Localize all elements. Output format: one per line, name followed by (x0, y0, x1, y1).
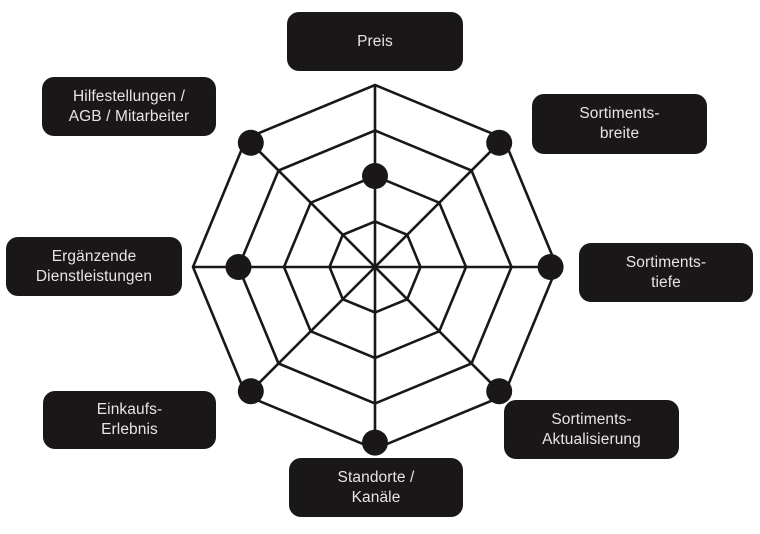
data-point-ergaenzende-dienstleistungen (225, 254, 252, 280)
axis-label-text: breite (599, 125, 640, 142)
axis-label-text: Dienstleistungen (35, 267, 153, 285)
data-point-sortimentsbreite (486, 129, 513, 156)
data-point-sortimentsaktualisierung (486, 378, 513, 405)
axis-label-text: tiefe (651, 273, 681, 291)
axis-label-text: Preis (357, 32, 393, 50)
axis-label-text: Ergänzende (51, 247, 137, 265)
axis-label-sortimentsaktualisierung: Sortiments- Aktualisierung (504, 400, 679, 459)
axis-label-text: Erlebnis (101, 421, 158, 438)
data-point-preis (362, 163, 388, 189)
axis-label-text: AGB / Mitarbeiter (68, 107, 190, 125)
axis-spoke-hilfestellungen (245, 137, 376, 268)
axis-label-text: Standorte / (337, 468, 415, 486)
axis-label-text: Sortiments- (551, 410, 632, 428)
axis-label-hilfestellungen: Hilfestellungen / AGB / Mitarbeiter (42, 77, 216, 136)
axis-label-text: Sortiments- (625, 253, 707, 271)
axis-label-text: Kanäle (351, 488, 401, 506)
axis-spoke-einkaufserlebnis (245, 266, 376, 397)
data-point-einkaufserlebnis (237, 378, 264, 405)
axis-label-einkaufserlebnis: Einkaufs- Erlebnis (43, 391, 216, 449)
axis-label-ergaenzende-dienstleistungen: Ergänzende Dienstleistungen (6, 237, 182, 296)
axis-label-text: Einkaufs- (96, 401, 163, 418)
data-markers (225, 129, 564, 456)
axis-label-text: Aktualisierung (542, 430, 641, 448)
axis-spoke-sortimentsaktualisierung (374, 266, 505, 397)
axis-spoke-sortimentsbreite (374, 137, 505, 268)
data-point-standorte-kanaele (362, 429, 388, 456)
axis-label-sortimentstiefe: Sortiments- tiefe (579, 243, 753, 302)
axis-label-standorte-kanaele: Standorte / Kanäle (289, 458, 463, 517)
axis-label-text: Hilfestellungen / (73, 87, 185, 105)
data-point-hilfestellungen (237, 129, 264, 156)
axis-label-text: Sortiments- (579, 105, 660, 122)
data-point-sortimentstiefe (537, 254, 564, 280)
axis-label-sortimentsbreite: Sortiments- breite (532, 94, 707, 154)
axis-label-preis: Preis (287, 12, 463, 71)
